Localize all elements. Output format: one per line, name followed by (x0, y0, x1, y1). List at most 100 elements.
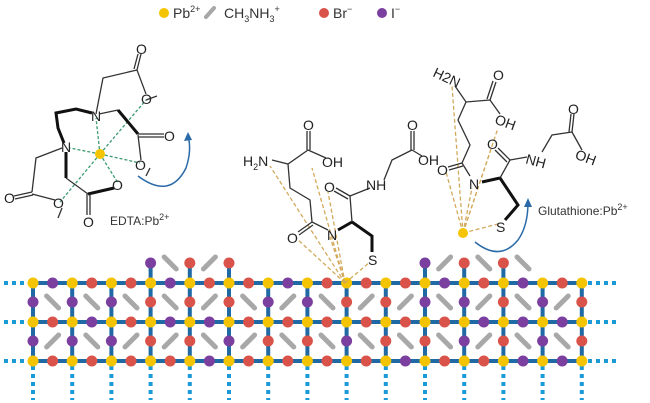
gsh-complex-atom-s: S (496, 219, 505, 235)
pb-ion (576, 355, 588, 367)
methylammonium-ion (553, 293, 571, 311)
i-ion (47, 277, 59, 289)
edta-atom-o: O (135, 157, 146, 173)
i-ion (203, 316, 215, 328)
pb-ion (497, 355, 509, 367)
br-ion (223, 296, 235, 308)
methylammonium-ion (436, 254, 454, 272)
br-ion (478, 277, 490, 289)
edta-coordination-bonds (59, 99, 147, 203)
pb-ion (380, 316, 392, 328)
edta-pb-complex: N N O O O O O O O O EDTA:Pb2+ (4, 41, 192, 230)
br-ion (145, 296, 157, 308)
gsh-surface-atom-o: O (407, 117, 418, 133)
br-ion (439, 355, 451, 367)
br-ion (439, 316, 451, 328)
br-ion (282, 355, 294, 367)
pb-ion (537, 316, 549, 328)
br-ion (282, 316, 294, 328)
gsh-complex-atom-oh: OH (493, 111, 518, 133)
legend-br-label: Br− (333, 4, 352, 21)
gsh-complex-atom-nh: NH (524, 151, 548, 172)
i-ion (517, 355, 529, 367)
gsh-complex-atom-oh: OH (573, 146, 598, 168)
i-ion (301, 296, 313, 308)
gsh-complex-atom-h2n: H2N (431, 64, 463, 90)
br-ion (243, 316, 255, 328)
methylammonium-ion (318, 293, 336, 311)
br-ion (203, 277, 215, 289)
br-ion (125, 277, 137, 289)
br-ion (556, 277, 568, 289)
gsh-surface-atom-oh: OH (418, 152, 439, 168)
pb-ion (458, 355, 470, 367)
i-ion (105, 296, 117, 308)
i-ion (164, 277, 176, 289)
gsh-surface-atom-o: O (287, 230, 298, 246)
methylammonium-ion (83, 293, 101, 311)
methylammonium-ion (161, 332, 179, 350)
methylammonium-ion (475, 332, 493, 350)
methylammonium-ion (240, 332, 258, 350)
gsh-complex-pb-ion (458, 228, 468, 238)
pb-ion (145, 277, 157, 289)
br-ion (497, 257, 509, 269)
i-ion (282, 277, 294, 289)
methylammonium-ion (514, 254, 532, 272)
perovskite-lattice (4, 254, 620, 400)
methylammonium-ion (279, 293, 297, 311)
i-ion (27, 296, 39, 308)
glutathione-complex-coordination (445, 85, 499, 234)
edta-atom-o: O (141, 91, 152, 107)
gsh-complex-atom-n: N (469, 176, 479, 192)
i-ion (27, 335, 39, 347)
edta-pb-ion (95, 149, 105, 159)
pb-ion (223, 316, 235, 328)
methylammonium-ion (318, 332, 336, 350)
methylammonium-ion (44, 293, 62, 311)
methylammonium-ion (396, 332, 414, 350)
br-ion (341, 296, 353, 308)
i-ion (203, 355, 215, 367)
br-ion (399, 277, 411, 289)
br-ion (360, 277, 372, 289)
i-ion (86, 316, 98, 328)
i-ion (537, 296, 549, 308)
br-ion (184, 335, 196, 347)
gsh-complex-atom-o: O (487, 136, 498, 152)
gsh-surface-atom-o: O (324, 179, 335, 195)
br-ion (380, 335, 392, 347)
legend-br-dot (319, 8, 329, 18)
pb-ion (262, 355, 274, 367)
gsh-surface-atom-oh: OH (322, 154, 343, 170)
pb-ion (262, 316, 274, 328)
i-ion (223, 335, 235, 347)
i-ion (66, 296, 78, 308)
pb-ion (145, 316, 157, 328)
edta-skeleton (13, 53, 164, 219)
i-ion (537, 335, 549, 347)
i-ion (517, 316, 529, 328)
pb-ion (27, 277, 39, 289)
methylammonium-ion (200, 332, 218, 350)
i-ion (478, 316, 490, 328)
methylammonium-ion (44, 332, 62, 350)
pb-ion (223, 355, 235, 367)
methylammonium-ion (161, 293, 179, 311)
pb-ion (27, 316, 39, 328)
br-ion (497, 296, 509, 308)
glutathione-surface-molecule: H2N O OH O N O NH O OH S (243, 117, 439, 284)
gsh-complex-atom-o: O (568, 101, 579, 117)
gsh-surface-atom-n: N (327, 227, 337, 243)
br-ion (86, 277, 98, 289)
glutathione-surface-skeleton (271, 131, 423, 252)
methylammonium-ion (475, 254, 493, 272)
br-ion (399, 316, 411, 328)
pb-ion (184, 355, 196, 367)
pb-ion (27, 355, 39, 367)
pb-ion (576, 316, 588, 328)
i-ion (458, 335, 470, 347)
pb-ion (301, 277, 313, 289)
methylammonium-ion (279, 332, 297, 350)
br-ion (478, 355, 490, 367)
